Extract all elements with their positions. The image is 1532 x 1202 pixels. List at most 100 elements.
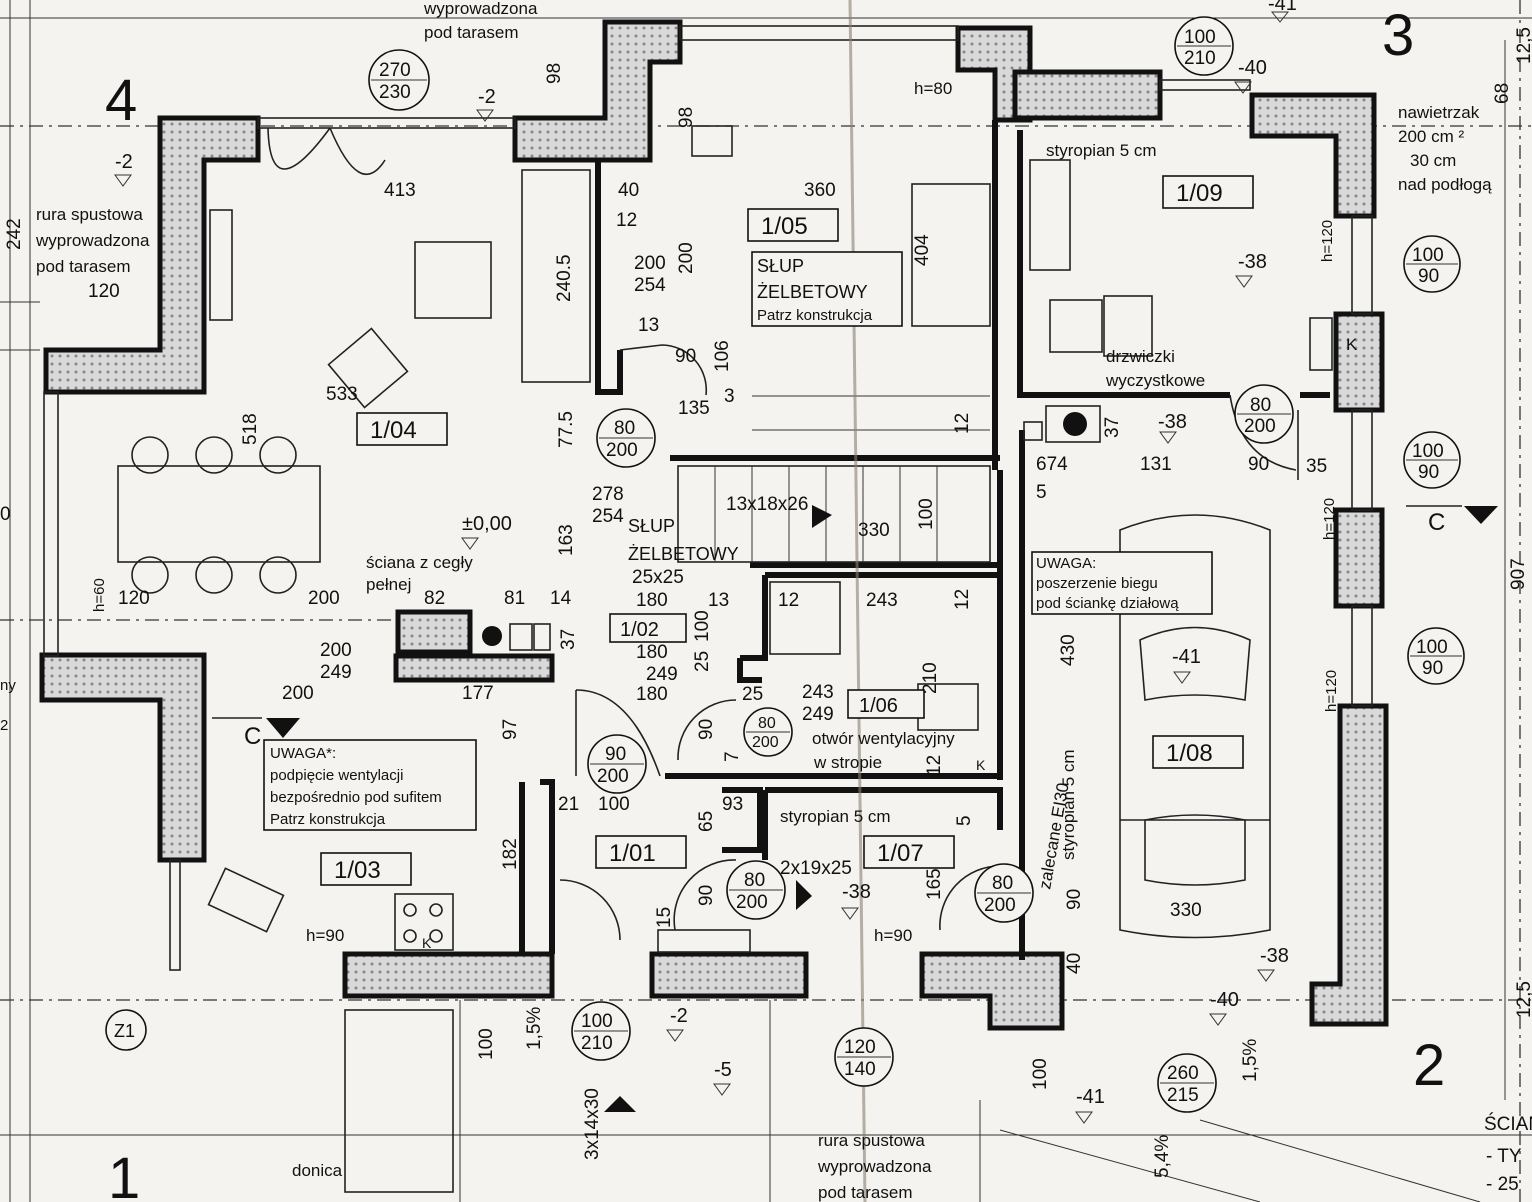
note-text: K [976, 757, 986, 773]
svg-text:200: 200 [1244, 416, 1276, 437]
svg-text:-41: -41 [1268, 0, 1297, 15]
svg-text:1,5%: 1,5% [1240, 1039, 1261, 1082]
svg-text:135: 135 [678, 398, 710, 419]
svg-text:98: 98 [544, 63, 565, 84]
svg-text:90: 90 [1418, 266, 1439, 287]
svg-text:533: 533 [326, 384, 358, 405]
svg-text:90: 90 [605, 744, 626, 765]
svg-text:200: 200 [597, 766, 629, 787]
svg-text:404: 404 [912, 234, 933, 266]
svg-text:-41: -41 [1076, 1086, 1105, 1108]
svg-text:90: 90 [675, 346, 696, 367]
svg-text:-5: -5 [714, 1059, 732, 1081]
note-text: ściana z cegły [366, 553, 473, 572]
note-text: styropian 5 cm [1046, 141, 1157, 160]
axis-label: 1 [108, 1146, 140, 1202]
svg-text:5: 5 [1036, 482, 1047, 503]
svg-text:13: 13 [638, 315, 659, 336]
svg-text:100: 100 [692, 610, 713, 642]
svg-text:200: 200 [676, 242, 697, 274]
svg-text:254: 254 [634, 275, 666, 296]
svg-text:82: 82 [424, 588, 445, 609]
section-markers: C C [212, 505, 1498, 750]
section-label: C [244, 723, 261, 750]
svg-text:182: 182 [500, 838, 521, 870]
note-text: - 25 [1486, 1174, 1519, 1195]
svg-text:-2: -2 [478, 86, 496, 108]
note-text: styropian 5 cm [780, 807, 891, 826]
note-text: podpięcie wentylacji [270, 767, 403, 784]
note-text: 0 [0, 504, 11, 525]
note-text: w stropie [813, 753, 882, 772]
dimensions: 413 360 533 518 242 120 98 98 40 12 240.… [4, 27, 1532, 1178]
svg-text:90: 90 [1422, 658, 1443, 679]
note-text: pod tarasem [424, 23, 519, 42]
svg-text:100: 100 [1412, 441, 1444, 462]
svg-text:249: 249 [320, 662, 352, 683]
svg-text:25: 25 [742, 684, 763, 705]
svg-text:12: 12 [952, 413, 973, 434]
svg-text:413: 413 [384, 180, 416, 201]
svg-text:80: 80 [992, 873, 1013, 894]
svg-text:200: 200 [752, 734, 779, 751]
svg-text:-40: -40 [1238, 57, 1267, 79]
note-text: ŚCIAN [1484, 1113, 1532, 1135]
svg-text:177: 177 [462, 683, 494, 704]
svg-text:12,5: 12,5 [1514, 27, 1532, 64]
svg-text:100: 100 [598, 794, 630, 815]
svg-text:90: 90 [1064, 889, 1085, 910]
room-number: 1/09 [1176, 180, 1223, 207]
svg-text:270: 270 [379, 60, 411, 81]
svg-text:80: 80 [744, 870, 765, 891]
svg-text:-2: -2 [670, 1005, 688, 1027]
svg-text:106: 106 [712, 340, 733, 372]
note-text: ny [0, 677, 16, 694]
room-number: 1/02 [620, 619, 659, 641]
note-text: pod tarasem [818, 1183, 913, 1202]
svg-text:40: 40 [618, 180, 639, 201]
svg-text:3: 3 [724, 386, 735, 407]
room-number: 1/04 [370, 417, 417, 444]
note-text: wyprowadzona [817, 1157, 932, 1176]
svg-text:100: 100 [1184, 27, 1216, 48]
svg-text:249: 249 [802, 704, 834, 725]
svg-text:242: 242 [4, 218, 25, 250]
svg-text:37: 37 [558, 629, 579, 650]
svg-text:907: 907 [1508, 558, 1529, 590]
svg-text:674: 674 [1036, 454, 1068, 475]
note-text: SŁUP [757, 256, 804, 276]
svg-text:h=60: h=60 [91, 578, 108, 612]
svg-text:h=120: h=120 [1319, 220, 1336, 262]
svg-text:21: 21 [558, 794, 579, 815]
svg-text:5,4%: 5,4% [1152, 1135, 1173, 1178]
windows [43, 25, 1373, 971]
svg-text:-40: -40 [1210, 989, 1239, 1011]
svg-text:81: 81 [504, 588, 525, 609]
svg-text:25: 25 [692, 651, 713, 672]
svg-text:2x19x25: 2x19x25 [780, 858, 852, 879]
svg-text:120: 120 [88, 281, 120, 302]
note-text: ŻELBETOWY [628, 544, 739, 564]
svg-text:100: 100 [1030, 1058, 1051, 1090]
svg-text:243: 243 [802, 682, 834, 703]
chimney-symbols [482, 405, 1101, 651]
svg-text:15: 15 [654, 907, 675, 928]
axis-labels: 4 3 1 2 [105, 3, 1445, 1202]
svg-text:163: 163 [556, 524, 577, 556]
svg-text:90: 90 [696, 719, 717, 740]
svg-text:249: 249 [646, 664, 678, 685]
svg-text:65: 65 [696, 811, 717, 832]
furniture [117, 125, 1333, 1193]
note-text: wyprowadzona [35, 231, 150, 250]
note-text: rura spustowa [36, 205, 143, 224]
note-text: pod ściankę działową [1036, 595, 1179, 612]
svg-text:254: 254 [592, 506, 624, 527]
note-text: drzwiczki [1106, 347, 1175, 366]
svg-text:80: 80 [758, 715, 776, 732]
note-text: UWAGA: [1036, 555, 1096, 572]
